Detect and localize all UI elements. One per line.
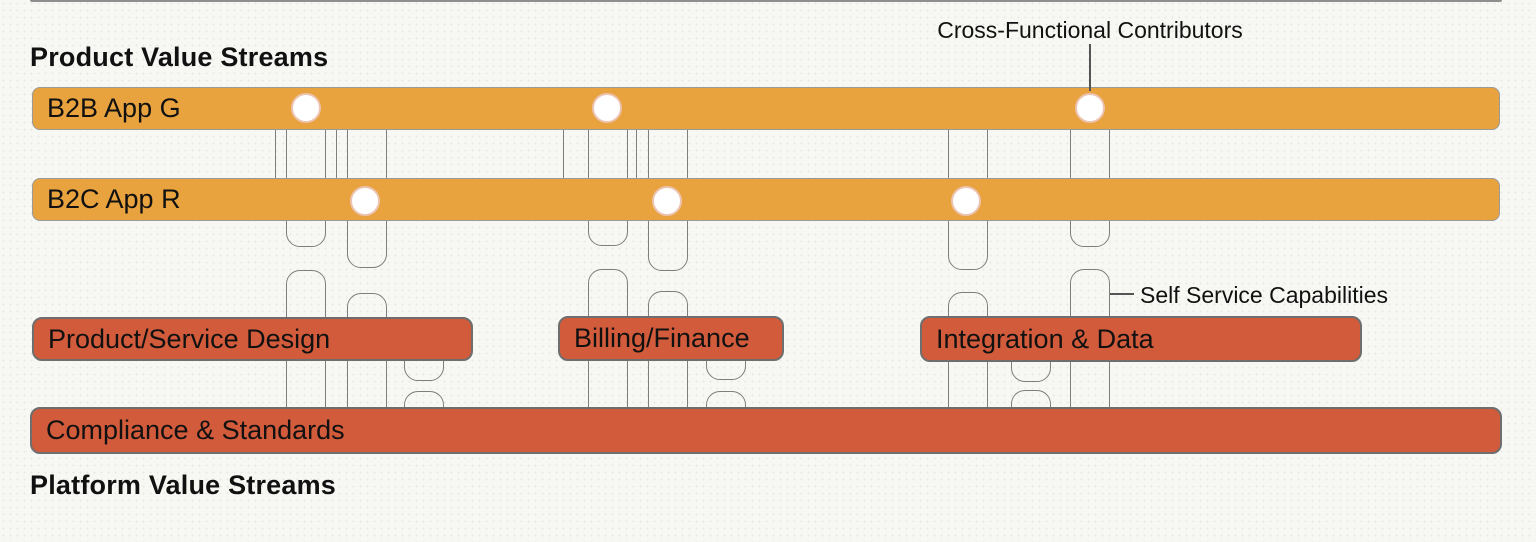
stream-bar-billing-finance: Billing/Finance: [558, 316, 784, 361]
self-service-leader-line: [1110, 293, 1134, 295]
stream-bar-compliance-standards: Compliance & Standards: [30, 407, 1502, 454]
contributor-dot: [350, 186, 380, 216]
contributor-dot: [291, 93, 321, 123]
stream-bar-label: Product/Service Design: [48, 323, 331, 354]
stream-bar-label: Billing/Finance: [574, 323, 750, 353]
stream-bar-b2b-app-g: B2B App G: [32, 87, 1500, 130]
stream-bar-integration-data: Integration & Data: [920, 316, 1362, 362]
stream-bar-label: B2B App G: [47, 93, 181, 123]
cross-functional-leader-line: [1089, 44, 1091, 91]
contributor-dot: [652, 186, 682, 216]
product-value-streams-title: Product Value Streams: [30, 42, 329, 72]
cross-functional-contributors-label: Cross-Functional Contributors: [937, 17, 1243, 43]
contributor-dot: [1075, 93, 1105, 123]
platform-value-streams-title: Platform Value Streams: [30, 470, 337, 500]
stream-bar-label: B2C App R: [47, 184, 181, 214]
contributor-dot: [592, 93, 622, 123]
stream-bar-product-service-design: Product/Service Design: [32, 317, 473, 361]
stream-bar-label: Compliance & Standards: [46, 415, 345, 445]
cropped-bar-edge: [30, 0, 1502, 2]
self-service-capabilities-label: Self Service Capabilities: [1140, 282, 1389, 308]
stream-bar-b2c-app-r: B2C App R: [32, 178, 1500, 221]
contributor-dot: [951, 186, 981, 216]
stream-bar-label: Integration & Data: [936, 323, 1154, 354]
